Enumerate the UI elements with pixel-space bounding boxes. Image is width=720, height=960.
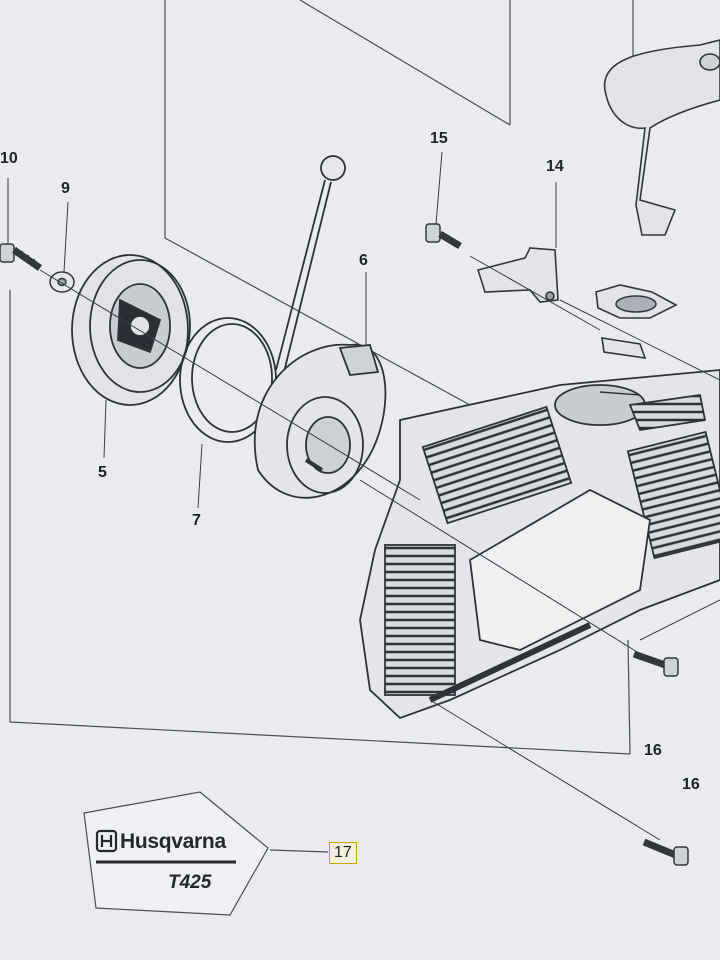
model-label: T425 <box>168 872 212 893</box>
assembly-axis-lines <box>39 255 720 841</box>
diagram-frame <box>9 0 634 755</box>
brand-label: Husqvarna <box>120 830 226 853</box>
crankcase-cover <box>359 369 720 720</box>
callout-14: 14 <box>546 158 564 175</box>
callout-leaders <box>7 151 557 509</box>
part-14-bracket <box>476 247 559 303</box>
husqvarna-logo-icon <box>95 829 118 853</box>
part-16-screw-a <box>632 650 679 677</box>
callout-15: 15 <box>430 130 448 147</box>
handle-part <box>603 39 720 236</box>
callout-5: 5 <box>98 464 107 481</box>
callout-9: 9 <box>61 180 70 197</box>
callout-17: 17 <box>329 842 357 864</box>
part-9-washer <box>49 271 75 293</box>
callout-10: 10 <box>0 150 18 167</box>
part-5-pulley <box>71 254 191 406</box>
callout-7: 7 <box>192 512 201 529</box>
part-17-label-plate <box>83 791 329 916</box>
part-15-screw <box>425 223 462 250</box>
callout-16-a: 16 <box>644 742 662 759</box>
callout-6: 6 <box>359 252 368 269</box>
intake-flange <box>595 284 678 359</box>
part-16-screw-b <box>642 838 689 866</box>
part-10-screw <box>0 243 42 271</box>
callout-16-b: 16 <box>682 776 700 793</box>
